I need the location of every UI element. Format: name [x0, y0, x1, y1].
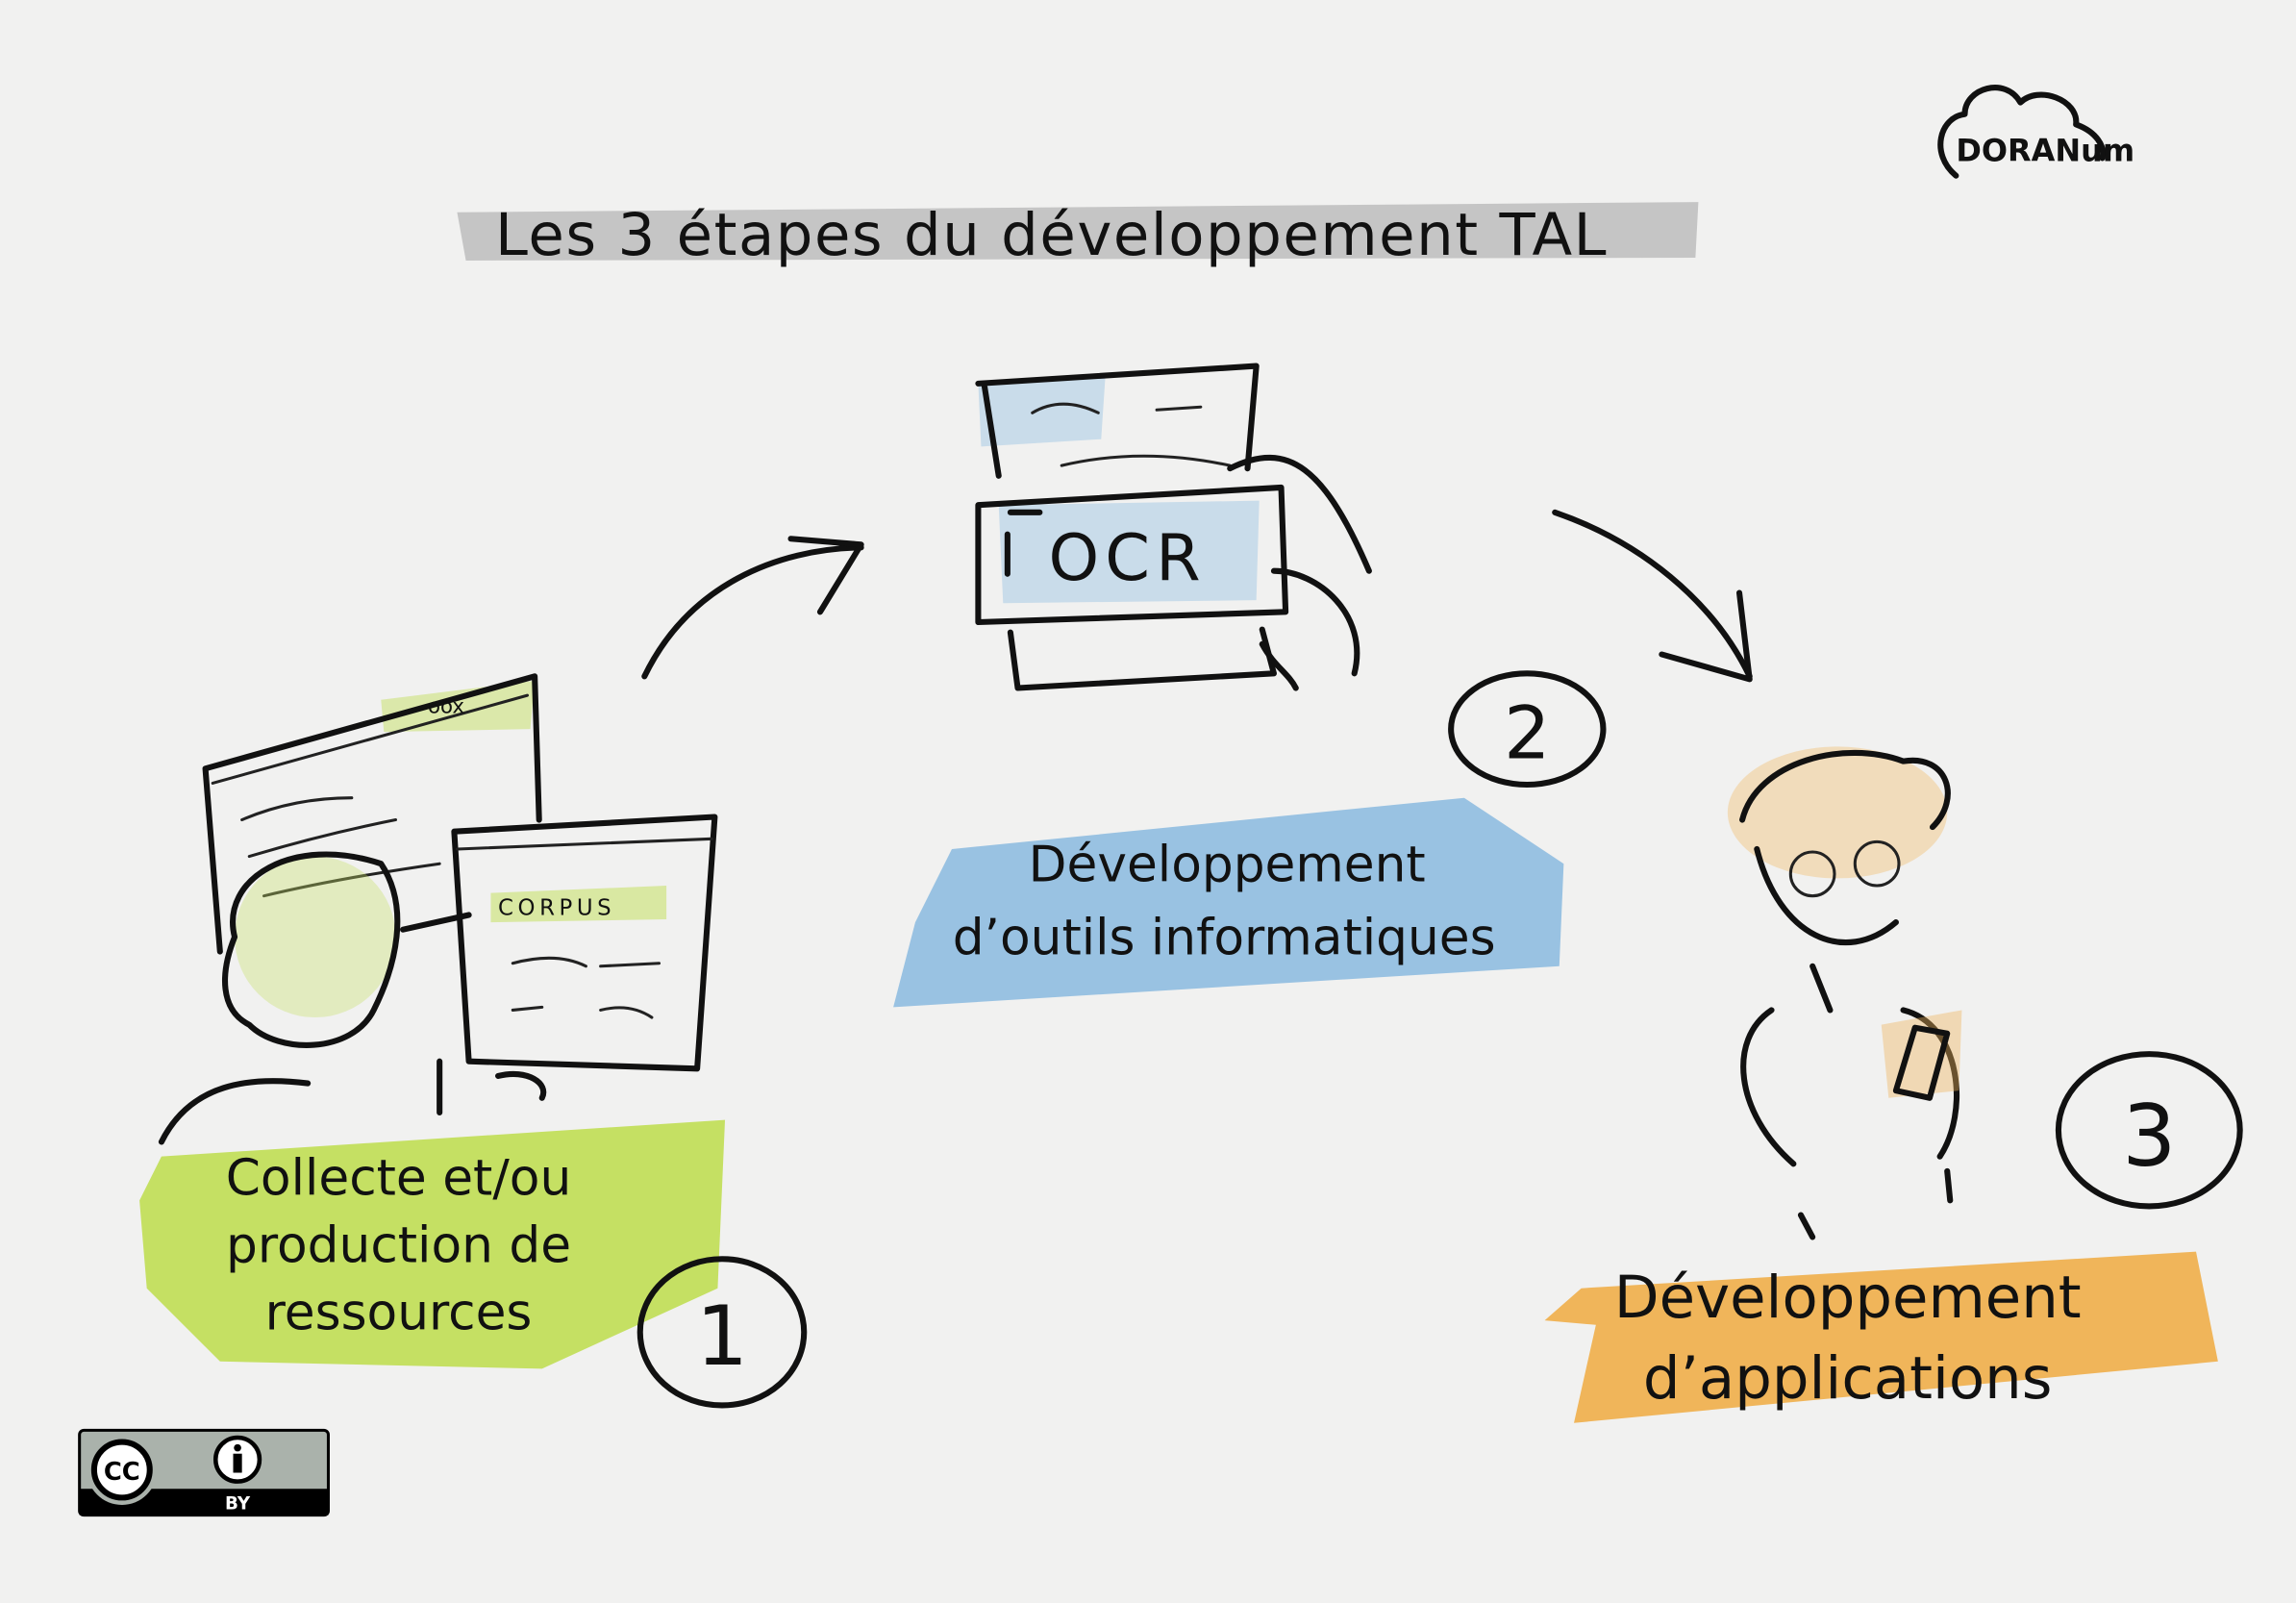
step2-label-line1: Développement — [1029, 836, 1426, 893]
corpus-label: CORPUS — [498, 895, 615, 920]
step1-label-line1: Collecte et/ou — [226, 1149, 571, 1207]
svg-text:3: 3 — [2122, 1087, 2176, 1186]
attribution-person-icon — [212, 1435, 262, 1484]
step1-label-line2: production de — [226, 1216, 571, 1274]
step2-illustration: OCR — [975, 363, 1372, 691]
step-1-number: 1 — [636, 1256, 808, 1409]
step2-label-line2: d’outils informatiques — [953, 910, 1496, 967]
step2-label-band — [893, 797, 1564, 1008]
arrow-1-to-2 — [641, 536, 864, 680]
step3-label-band — [1544, 1251, 2218, 1423]
doranum-logo: DORANum — [1937, 85, 2134, 179]
cc-icon — [90, 1439, 153, 1501]
window-controls: oox — [428, 694, 464, 718]
svg-text:CC: CC — [104, 1458, 140, 1487]
svg-text:2: 2 — [1504, 690, 1550, 776]
step-3-number: 3 — [2055, 1051, 2243, 1210]
step1-label-line3: ressources — [265, 1284, 533, 1341]
step1-illustration: oox CORPUS — [158, 673, 718, 1145]
step-2-number: 2 — [1448, 670, 1607, 789]
ocr-label: OCR — [1048, 520, 1206, 595]
step3-label-line2: d’applications — [1643, 1344, 2053, 1413]
page-title: Les 3 étapes du développement TAL — [495, 201, 1608, 269]
by-label: BY — [225, 1494, 251, 1515]
step3-label-line1: Développement — [1614, 1264, 2082, 1332]
logo-text: DORANum — [1956, 132, 2134, 168]
title-band — [457, 202, 1699, 261]
arrow-2-to-3 — [1552, 509, 1753, 683]
step3-illustration — [1727, 746, 1962, 1240]
step1-label-band — [139, 1119, 726, 1369]
svg-text:1: 1 — [696, 1290, 748, 1385]
cc-by-license-badge[interactable]: CC BY — [78, 1428, 330, 1517]
